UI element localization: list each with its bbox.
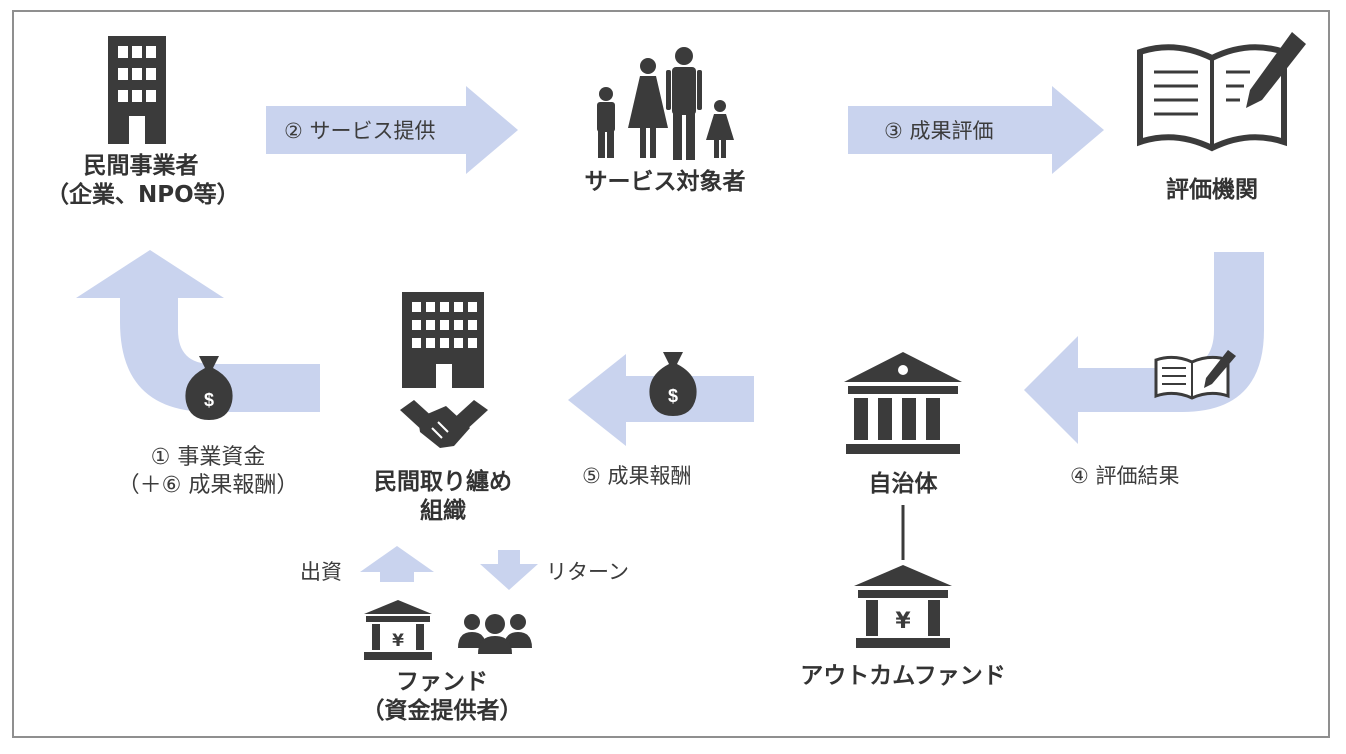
intermediary-label: 民間取り纏め 組織 — [348, 468, 538, 526]
svg-text:¥: ¥ — [895, 609, 911, 634]
evaluation-result-arrow — [1024, 252, 1264, 444]
local-government-label: 自治体 — [868, 471, 938, 497]
service-provision-label: ② サービス提供 — [284, 119, 436, 143]
business-funds-line2: （＋⑥ 成果報酬） — [117, 472, 299, 498]
private-operator-note: （企業、NPO等） — [46, 181, 240, 208]
office-building-icon — [108, 36, 166, 144]
intermediary-name: 民間取り纏め — [374, 469, 512, 495]
diagram-frame — [12, 10, 1330, 738]
investment-label: 出資 — [300, 560, 342, 584]
small-book-pencil-icon — [1154, 350, 1236, 400]
business-funds-line1: ① 事業資金 — [150, 445, 266, 470]
business-funds-label: ① 事業資金 （＋⑥ 成果報酬） — [78, 444, 338, 499]
handshake-icon — [400, 400, 488, 448]
money-bag-icon: $ — [185, 356, 233, 420]
svg-text:$: $ — [668, 386, 678, 406]
outcome-evaluation-arrow — [848, 86, 1104, 174]
people-group-icon — [458, 614, 532, 654]
evaluation-result-label: ④ 評価結果 — [1070, 464, 1180, 488]
return-label: リターン — [546, 560, 629, 584]
service-provision-arrow — [266, 86, 518, 174]
business-funds-arrow — [76, 250, 320, 412]
money-bag-icon-2: $ — [649, 352, 697, 416]
open-book-pencil-icon — [1137, 32, 1306, 152]
service-target-label: サービス対象者 — [584, 169, 746, 195]
evaluator-label: 評価機関 — [1166, 177, 1258, 203]
outcome-fund-label: アウトカムファンド — [800, 663, 1006, 689]
investment-arrow — [360, 546, 434, 582]
outcome-evaluation-label: ③ 成果評価 — [884, 119, 994, 143]
intermediary-building-icon — [402, 292, 484, 388]
fund-note: （資金提供者） — [361, 697, 523, 724]
svg-text:$: $ — [204, 390, 214, 410]
bank-icon — [844, 352, 962, 454]
outcome-fund-yen-bank-icon: ¥ — [854, 565, 952, 648]
intermediary-name-2: 組織 — [420, 497, 466, 524]
family-icon — [597, 47, 734, 160]
private-operator-name: 民間事業者 — [83, 153, 199, 179]
return-arrow — [480, 550, 538, 590]
svg-text:¥: ¥ — [392, 631, 404, 651]
outcome-reward-label: ⑤ 成果報酬 — [582, 464, 692, 488]
private-operator-label: 民間事業者 （企業、NPO等） — [46, 152, 240, 210]
fund-name: ファンド — [396, 669, 488, 695]
fund-yen-bank-icon: ¥ — [364, 600, 432, 660]
fund-label: ファンド （資金提供者） — [352, 668, 532, 726]
